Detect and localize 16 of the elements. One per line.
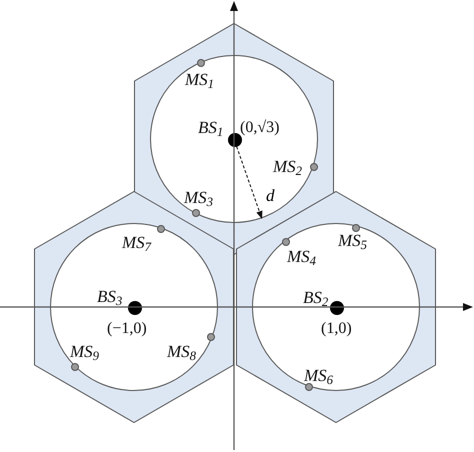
mobile-station-label: MS$_{8}$ — [167, 341, 196, 363]
base-station-label: BS$_{2}$ — [303, 287, 328, 309]
coordinate-label: (0,√3) — [240, 118, 280, 138]
distance-arrow — [236, 146, 262, 220]
coordinate-label: (−1,0) — [107, 319, 147, 339]
base-station-label: BS$_{3}$ — [97, 286, 122, 308]
mobile-station-label: MS$_{5}$ — [338, 230, 368, 252]
mobile-station-label: MS$_{7}$ — [122, 232, 152, 254]
mobile-station-label: MS$_{9}$ — [70, 341, 100, 363]
base-station-label: BS$_{1}$ — [198, 117, 224, 139]
mobile-station-label: MS$_{2}$ — [273, 156, 302, 178]
mobile-station-label: MS$_{3}$ — [184, 187, 214, 209]
mobile-station-label: MS$_{1}$ — [185, 69, 214, 91]
mobile-station-label: MS$_{6}$ — [304, 365, 334, 387]
mobile-station-label: MS$_{4}$ — [287, 246, 316, 268]
coordinate-label: (1,0) — [321, 319, 352, 339]
